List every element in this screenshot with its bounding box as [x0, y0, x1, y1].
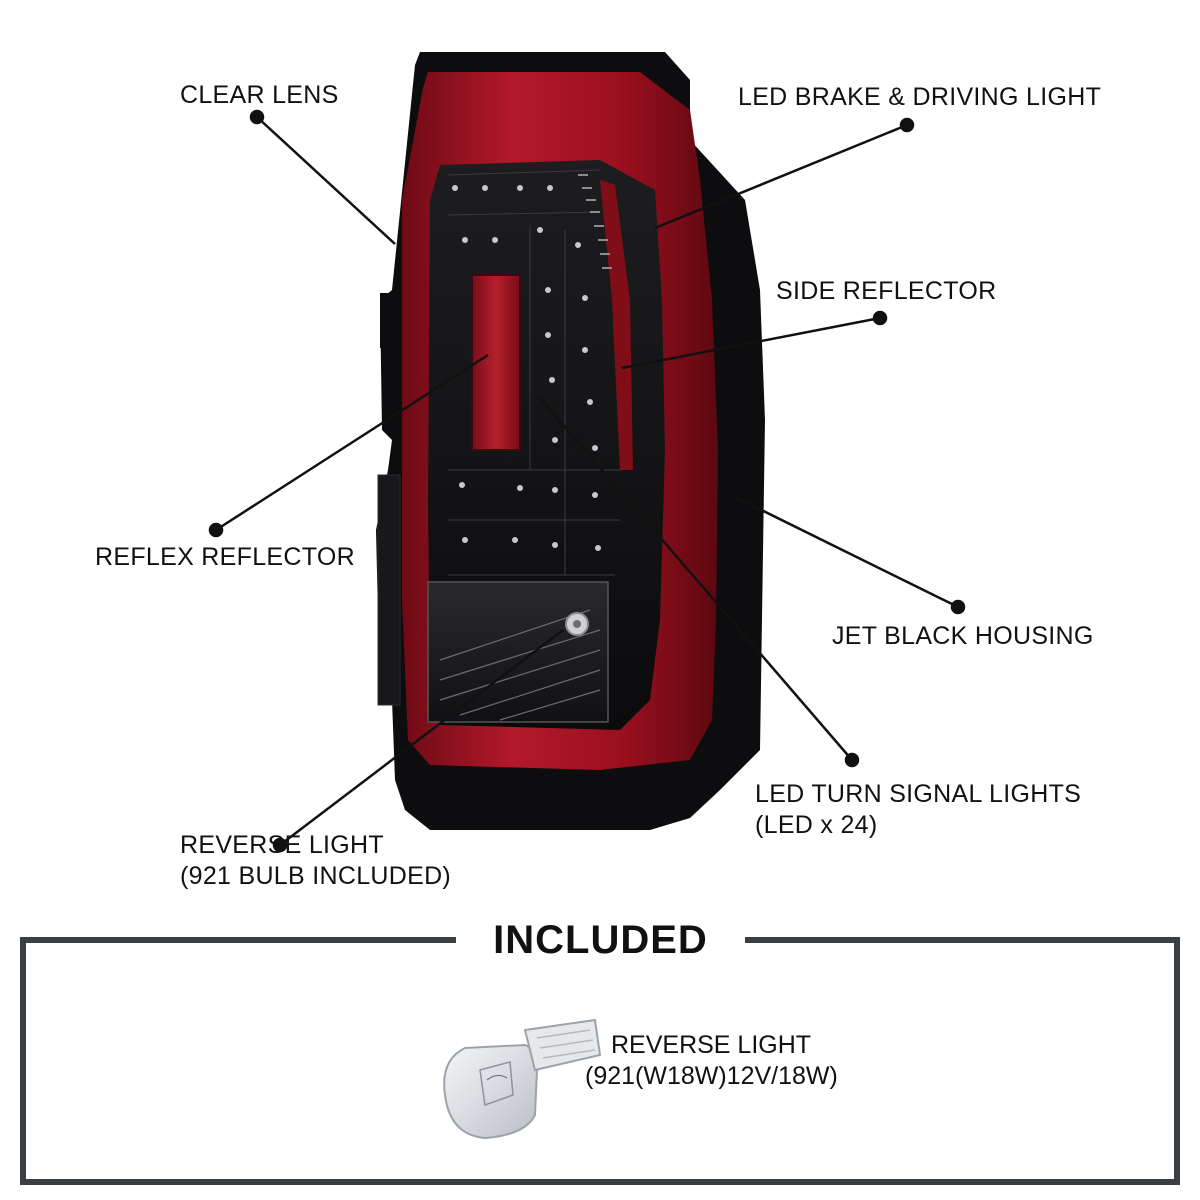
- tail-light-image: [376, 52, 765, 830]
- tail-light-diagram: [208, 52, 966, 853]
- callout-led-turn-signal-line1: LED TURN SIGNAL LIGHTS: [755, 780, 1082, 808]
- leader-lines: [208, 109, 966, 853]
- callout-jet-black-housing: JET BLACK HOUSING: [832, 622, 1094, 650]
- callout-led-turn-signal-line2: (LED x 24): [755, 811, 878, 839]
- callout-reverse-light-line1: REVERSE LIGHT: [180, 831, 384, 859]
- callout-reverse-light: REVERSE LIGHT (921 BULB INCLUDED): [180, 830, 451, 892]
- included-title: INCLUDED: [493, 918, 708, 962]
- callout-led-turn-signal: LED TURN SIGNAL LIGHTS (LED x 24): [755, 779, 1081, 841]
- callout-reverse-light-line2: (921 BULB INCLUDED): [180, 862, 452, 890]
- included-bulb-line1: REVERSE LIGHT: [611, 1031, 812, 1059]
- included-frame-top-right: [745, 937, 1180, 943]
- included-frame: [20, 940, 1180, 1185]
- included-bulb-label: REVERSE LIGHT (921(W18W)12V/18W): [585, 1030, 838, 1092]
- callout-led-brake-driving-light: LED BRAKE & DRIVING LIGHT: [738, 83, 1102, 111]
- included-bulb-line2: (921(W18W)12V/18W): [585, 1062, 838, 1090]
- callout-side-reflector: SIDE REFLECTOR: [776, 277, 997, 305]
- callout-clear-lens: CLEAR LENS: [180, 81, 339, 109]
- included-frame-top-left: [20, 937, 456, 943]
- callout-reflex-reflector: REFLEX REFLECTOR: [95, 543, 355, 571]
- 921-bulb-image: [443, 1018, 602, 1140]
- led-grid: [452, 185, 601, 551]
